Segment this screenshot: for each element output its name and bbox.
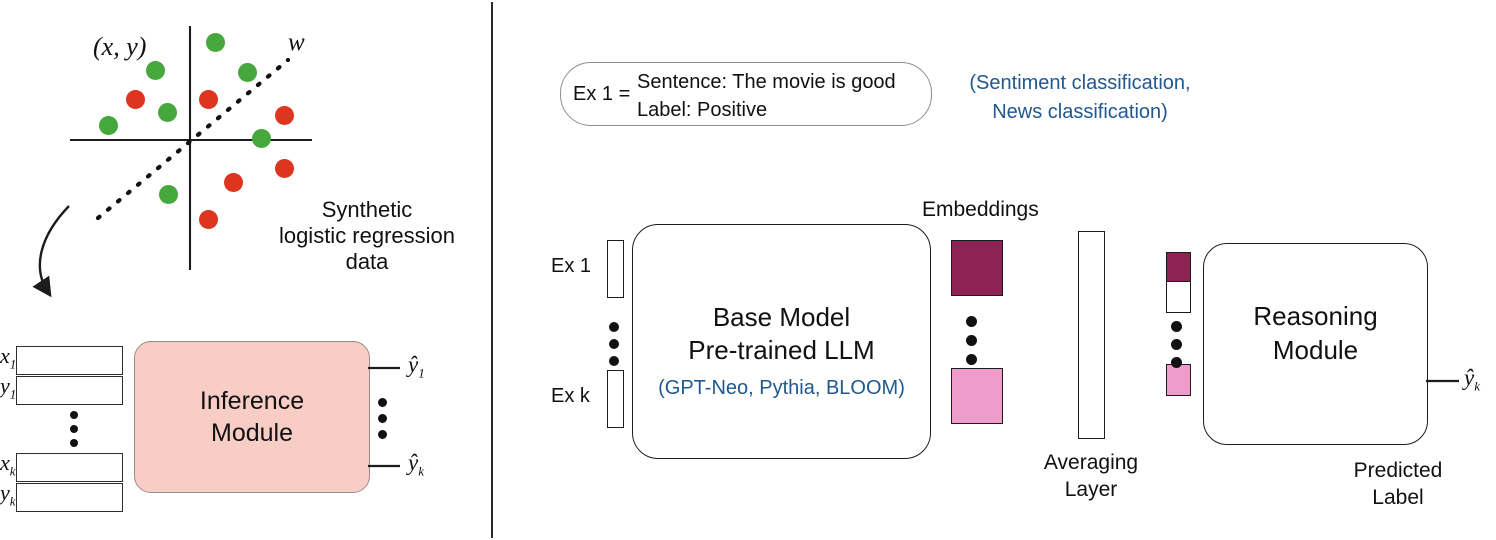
input-label-xk: xk	[0, 450, 16, 479]
base-input-ellipsis-dots	[609, 322, 619, 366]
input-label-yk-sub: k	[9, 493, 16, 509]
embedding-square-last	[951, 368, 1003, 424]
scatter-point-positive	[252, 129, 271, 148]
example-content: Sentence: The movie is good Label: Posit…	[637, 71, 896, 122]
base-model-title-line-2: Pre-trained LLM	[688, 335, 875, 366]
scatter-point-negative	[275, 106, 294, 125]
input-label-y1-sub: 1	[9, 386, 17, 402]
input-label-yk: yk	[0, 480, 16, 509]
input-label-x1: x1	[0, 343, 16, 372]
embedding-square-first	[951, 240, 1003, 296]
output-label-yhatk: ŷk	[408, 450, 424, 480]
inference-module-title-line-2: Module	[211, 419, 293, 447]
averaging-layer-line-2: Layer	[1064, 478, 1118, 502]
embeddings-title: Embeddings	[922, 198, 1039, 221]
output-ellipsis-dots	[378, 398, 387, 439]
scatter-point-negative	[199, 90, 218, 109]
input-label-y1: y1	[0, 373, 16, 402]
input-label-yk-base: y	[0, 480, 10, 505]
inference-module-title-line-1: Inference	[199, 387, 305, 415]
base-model-title-line-1: Base Model	[712, 302, 851, 332]
scatter-point-positive	[99, 116, 118, 135]
input-label-xk-base: x	[0, 450, 10, 475]
xy-annotation-label: (x, y)	[93, 32, 147, 61]
output-label-yhat1: ŷ1	[408, 352, 425, 382]
scatter-point-negative	[275, 159, 294, 178]
example-sentence-line: Sentence: The movie is good	[637, 71, 896, 93]
predicted-label-line-2: Label	[1372, 486, 1424, 510]
input-bar-x1	[16, 346, 123, 375]
base-input-label-ex1: Ex 1	[551, 255, 592, 277]
scatter-point-negative	[126, 90, 145, 109]
scatter-point-positive	[206, 33, 225, 52]
inference-module[interactable]: Inference Module	[134, 341, 370, 493]
example-label-line: Label: Positive	[637, 98, 768, 121]
input-label-x1-sub: 1	[9, 356, 17, 372]
scatter-point-negative	[224, 173, 243, 192]
predicted-label-line-1: Predicted	[1353, 459, 1443, 482]
averaging-layer-caption: Averaging Layer	[1026, 449, 1156, 504]
scatter-point-positive	[159, 185, 178, 204]
scatter-caption-line-1: Synthetic	[321, 197, 413, 222]
reasoning-input-square-middle	[1166, 281, 1191, 313]
embeddings-ellipsis-dots	[966, 316, 977, 365]
input-bar-y1	[16, 376, 123, 405]
averaging-layer-bar	[1078, 231, 1105, 439]
panel-divider	[491, 2, 493, 538]
weight-vector-label: w	[288, 29, 305, 56]
reasoning-input-ellipsis-dots	[1171, 321, 1182, 368]
reasoning-module-title: Reasoning Module	[1204, 300, 1427, 368]
scatter-caption-line-2: logistic regression	[278, 222, 456, 248]
reasoning-module-title-line-1: Reasoning	[1253, 301, 1378, 331]
output-label-yhat1-sub: 1	[418, 365, 425, 381]
base-input-bar-ex1	[607, 240, 624, 298]
output-label-yhat1-base: ŷ	[408, 352, 419, 377]
example-box	[560, 62, 932, 126]
inference-module-label: Inference Module	[200, 385, 304, 449]
base-model-title: Base Model Pre-trained LLM	[633, 301, 930, 368]
scatter-caption: Synthetic logistic regression data	[278, 197, 456, 275]
reasoning-module-title-line-2: Module	[1272, 334, 1359, 365]
input-label-y1-base: y	[0, 373, 10, 398]
output-label-yhatk-base: ŷ	[408, 450, 419, 475]
example-prefix-label: Ex 1 =	[573, 83, 631, 105]
task-types-line-1: (Sentiment classification,	[969, 72, 1191, 94]
base-input-label-exk: Ex k	[551, 385, 590, 407]
base-model-variants: (GPT-Neo, Pythia, BLOOM)	[658, 377, 905, 399]
base-model[interactable]: Base Model Pre-trained LLM (GPT-Neo, Pyt…	[632, 224, 931, 459]
task-types-annotation: (Sentiment classification, News classifi…	[950, 72, 1210, 124]
scatter-caption-line-3: data	[345, 248, 389, 274]
input-bar-yk	[16, 483, 123, 512]
scatter-point-negative	[199, 210, 218, 229]
task-types-line-2: News classification)	[992, 100, 1168, 123]
scatter-point-positive	[158, 103, 177, 122]
output-label-yhatk-sub: k	[418, 463, 424, 479]
predicted-label-caption: Predicted Label	[1318, 457, 1478, 512]
reasoning-output-label-base: ŷ	[1464, 365, 1475, 390]
reasoning-module[interactable]: Reasoning Module	[1203, 243, 1428, 445]
input-label-x1-base: x	[0, 343, 10, 368]
input-label-xk-sub: k	[9, 463, 16, 479]
input-ellipsis-dots	[70, 411, 78, 447]
averaging-layer-line-1: Averaging	[1043, 451, 1139, 474]
scatter-point-positive	[146, 61, 165, 80]
reasoning-output-label: ŷk	[1464, 365, 1480, 395]
input-bar-xk	[16, 453, 123, 482]
reasoning-input-square-first	[1166, 252, 1191, 284]
scatter-point-positive	[238, 63, 257, 82]
reasoning-output-label-sub: k	[1474, 378, 1480, 394]
base-input-bar-exk	[607, 370, 624, 428]
reasoning-input-square-last	[1166, 364, 1191, 396]
